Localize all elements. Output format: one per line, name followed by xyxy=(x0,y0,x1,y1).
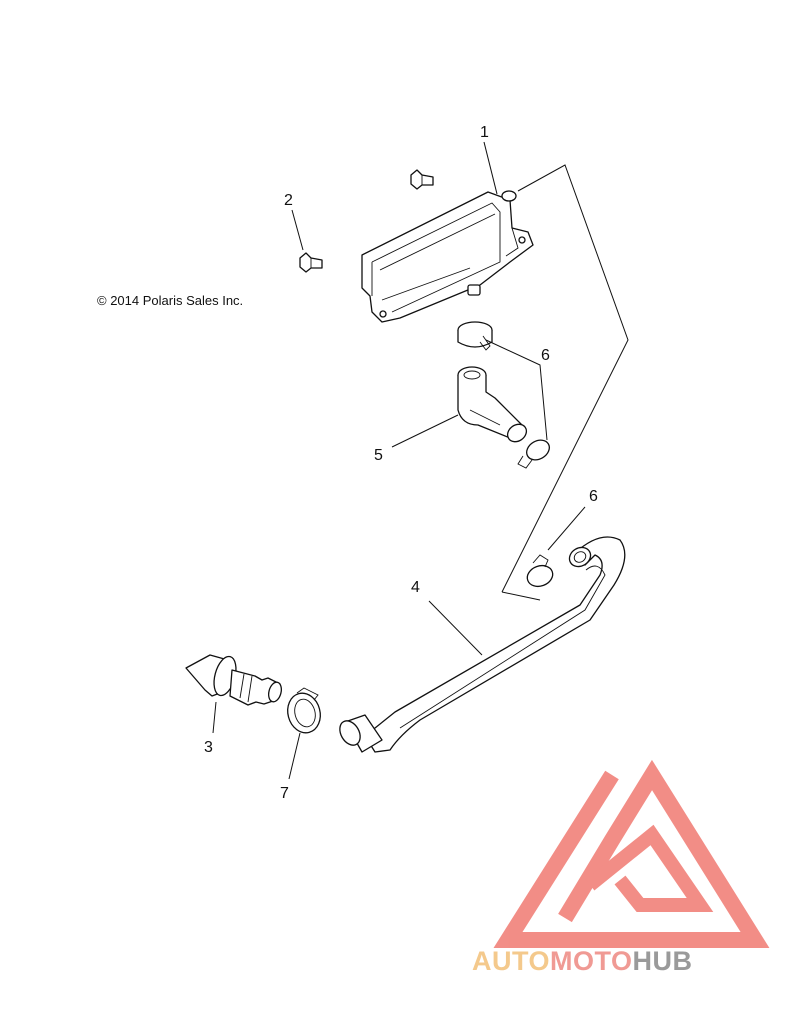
callout-6b: 6 xyxy=(589,488,598,505)
callout-2: 2 xyxy=(284,192,293,209)
part-5-elbow-hose xyxy=(457,366,528,443)
part-6-clamp-hose xyxy=(526,554,554,588)
callout-1: 1 xyxy=(480,124,489,141)
part-2-screw-upper xyxy=(410,169,434,190)
watermark-hub: HUB xyxy=(633,946,693,976)
watermark-auto: AUTO xyxy=(472,946,550,976)
watermark-inner-icon xyxy=(585,824,714,912)
watermark-logo xyxy=(493,759,770,948)
watermark-moto: MOTO xyxy=(550,946,633,976)
callout-3: 3 xyxy=(204,739,213,756)
callout-6a: 6 xyxy=(541,347,550,364)
callout-7: 7 xyxy=(280,785,289,802)
copyright-text: © 2014 Polaris Sales Inc. xyxy=(97,293,243,308)
part-6-clamp-upper xyxy=(457,321,493,351)
leader-lines xyxy=(212,141,629,780)
callout-5: 5 xyxy=(374,447,383,464)
callout-4: 4 xyxy=(411,579,420,596)
part-3-fitting xyxy=(185,654,282,706)
part-4-hose xyxy=(339,536,626,753)
callout-labels: 1 2 3 4 5 6 6 7 xyxy=(204,124,598,802)
part-6-clamp-elbow xyxy=(517,439,550,469)
watermark-text: AUTOMOTOHUB xyxy=(472,946,693,976)
part-7-clamp xyxy=(287,687,321,734)
part-2-screw xyxy=(299,252,323,273)
watermark-triangle-icon xyxy=(493,759,770,948)
part-1-reservoir xyxy=(361,190,534,323)
